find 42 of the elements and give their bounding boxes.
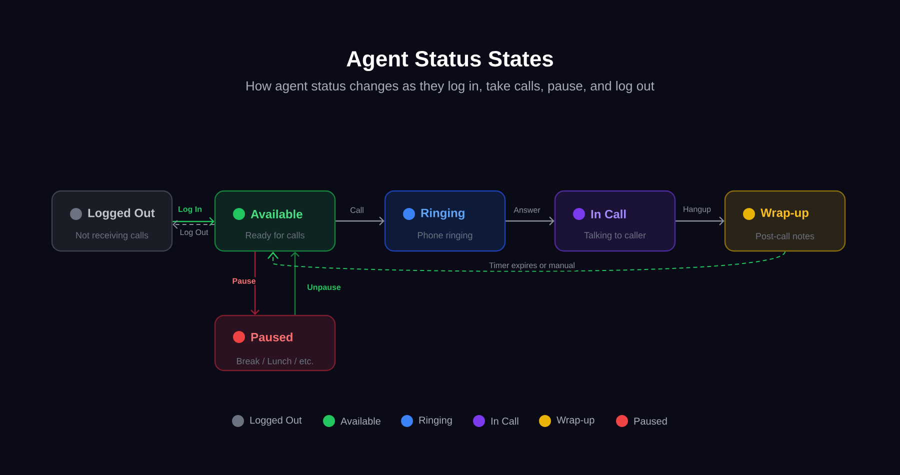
- state-box: [51, 190, 173, 252]
- state-description: Talking to caller: [584, 232, 646, 240]
- arrow: [172, 220, 215, 229]
- legend-label: Paused: [634, 417, 667, 425]
- edge-label: Log In: [178, 206, 202, 214]
- arrow: [506, 216, 554, 226]
- title: Agent Status States: [346, 50, 553, 72]
- edge-label: Pause: [232, 278, 256, 284]
- edge-label: Call: [350, 207, 364, 213]
- legend-label: In Call: [491, 417, 518, 425]
- state-box: [214, 314, 336, 372]
- arrow: [172, 217, 214, 226]
- arrow: [336, 216, 384, 226]
- state-description: Phone ringing: [418, 232, 472, 240]
- edge-label: Answer: [514, 207, 540, 213]
- state-box: [214, 190, 336, 252]
- state-description: Not receiving calls: [76, 232, 148, 240]
- state-name: Paused: [251, 332, 292, 342]
- state-name: Logged Out: [88, 208, 155, 220]
- legend-label: Available: [340, 417, 380, 425]
- edge-label: Hangup: [684, 206, 711, 214]
- state-name: Wrap-up: [760, 208, 808, 220]
- state-description: Post-call notes: [756, 232, 814, 240]
- arrow: [676, 216, 724, 226]
- legend-label: Logged Out: [250, 416, 302, 426]
- state-box: [554, 190, 676, 252]
- legend-label: Ringing: [419, 416, 452, 426]
- state-box: [384, 190, 506, 252]
- legend-label: Wrap-up: [556, 416, 594, 426]
- edge-label: Log Out: [180, 229, 208, 237]
- state-description: Ready for calls: [246, 232, 304, 240]
- edge-label: Unpause: [308, 284, 341, 292]
- state-box: [724, 190, 846, 252]
- state-description: Break / Lunch / etc.: [236, 358, 313, 364]
- arrow: [250, 252, 260, 315]
- state-name: Available: [250, 210, 302, 218]
- state-name: In Call: [591, 210, 626, 218]
- state-name: Ringing: [421, 208, 464, 220]
- edge-label: Timer expires or manual: [489, 262, 574, 270]
- arrow: [268, 251, 786, 272]
- subtitle: How agent status changes as they log in, take calls, pause, and log out: [246, 80, 654, 94]
- arrow: [290, 252, 300, 315]
